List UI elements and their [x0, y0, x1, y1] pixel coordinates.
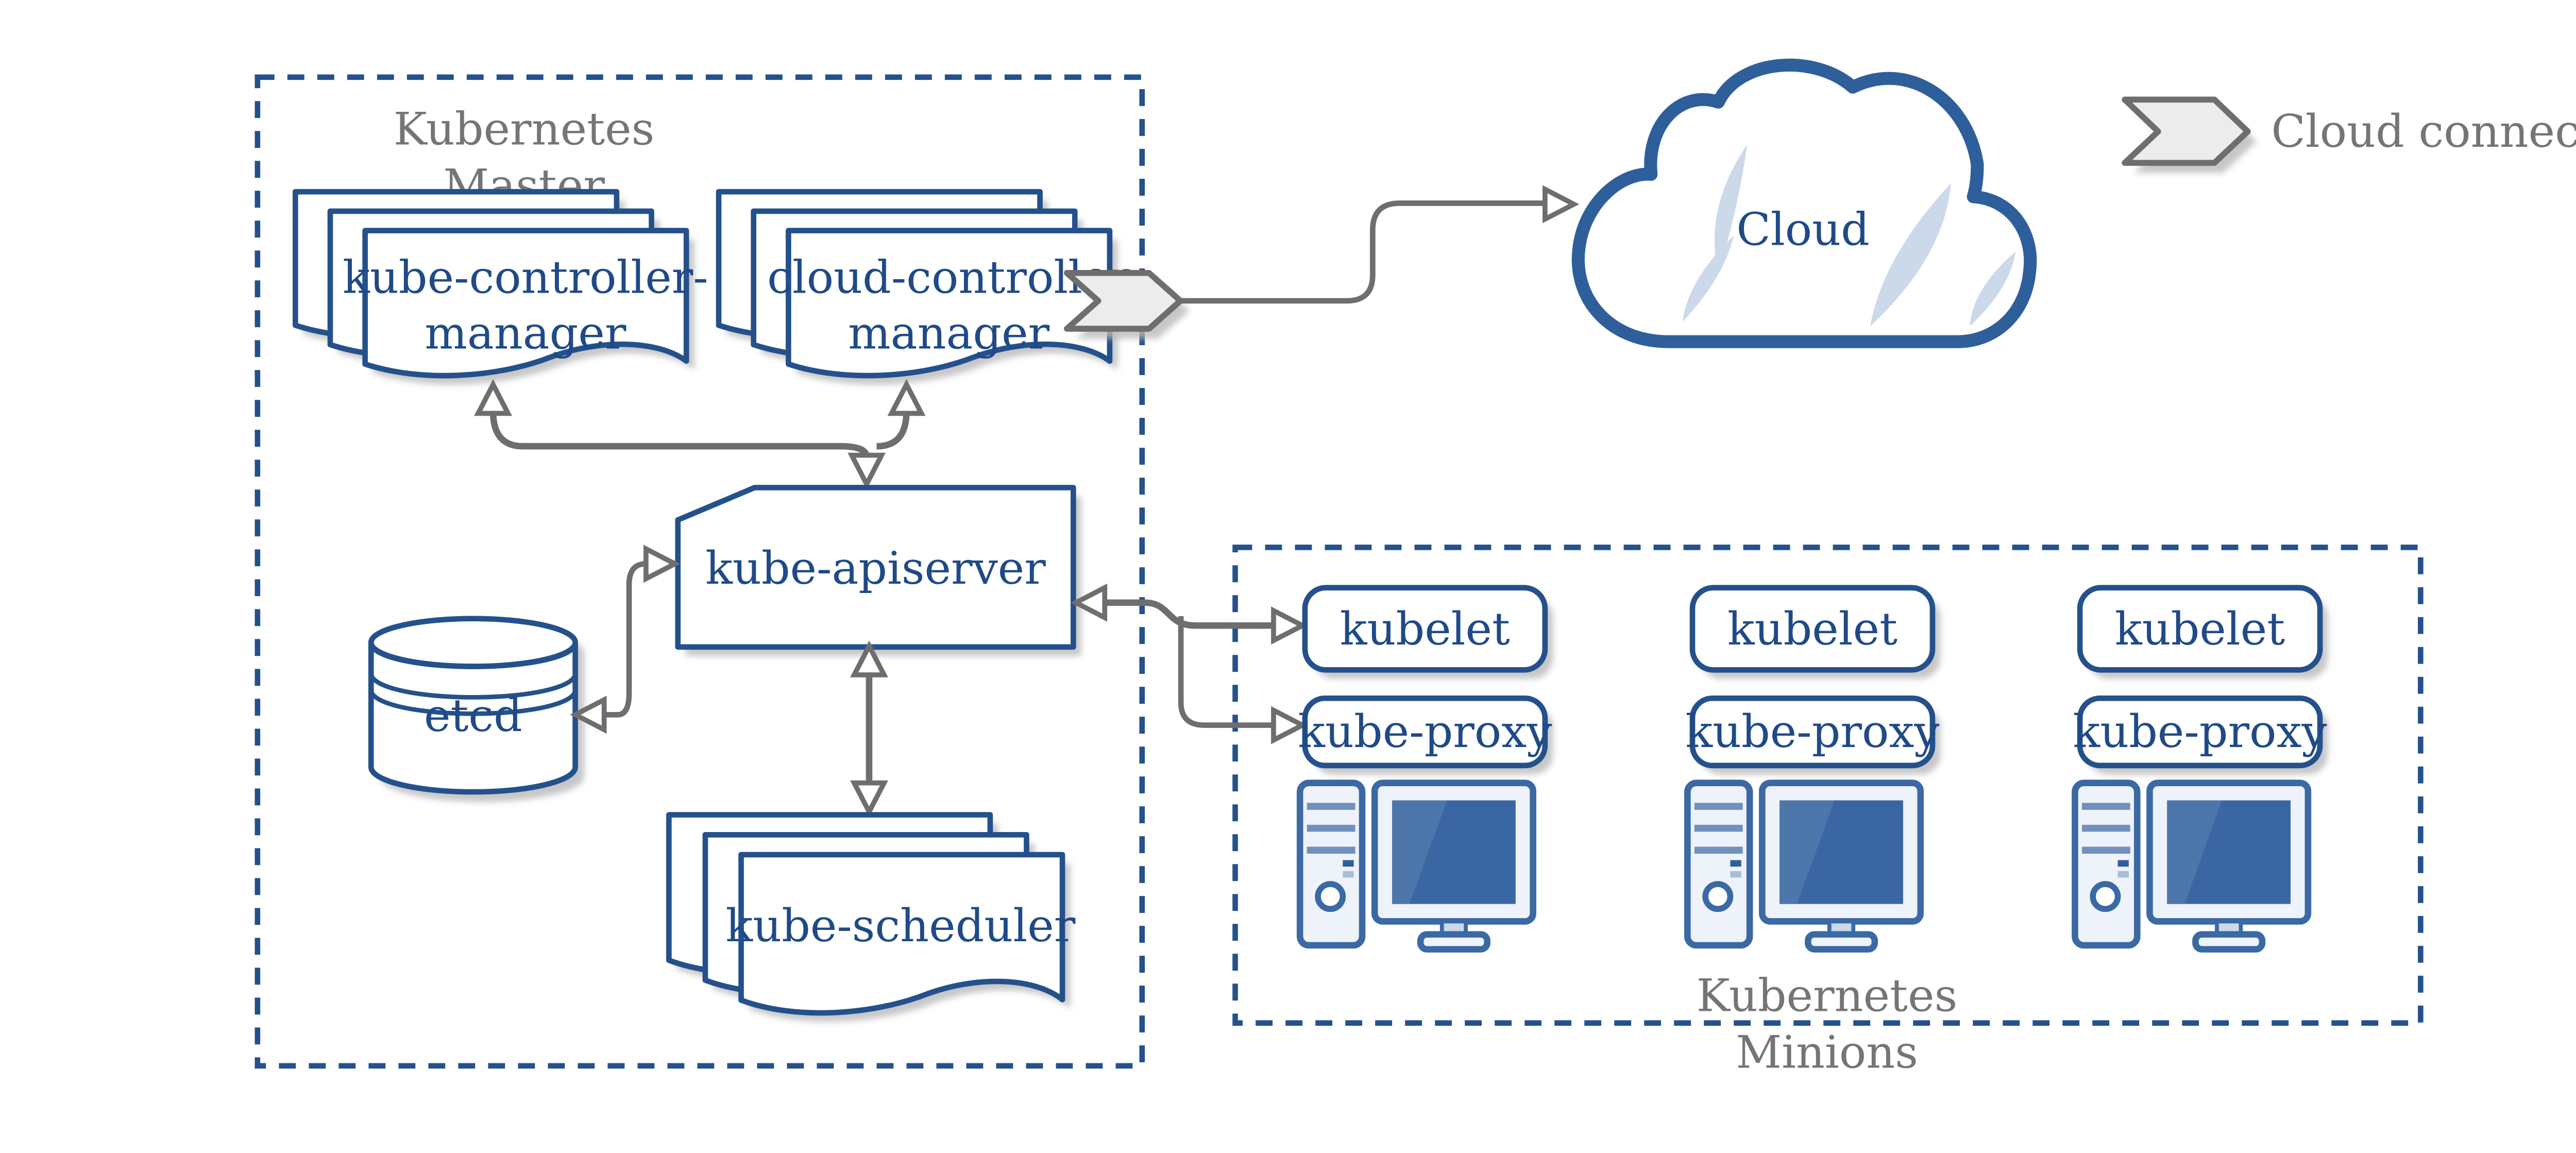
tower-icon: [2072, 779, 2141, 949]
kubelet-box: [2077, 585, 2323, 673]
cloud-highlight-1: [1714, 144, 1748, 273]
cloud-highlight-2: [1682, 235, 1734, 322]
minion-node-3: kubelet kube-proxy: [2072, 585, 2328, 953]
etcd-label: etcd: [424, 689, 522, 742]
kube-proxy-label: kube-proxy: [2073, 705, 2327, 758]
node-computer-icon: [2072, 779, 2312, 953]
kube-proxy-label: kube-proxy: [1685, 705, 1939, 758]
minions-title-line2: Minions: [1736, 1026, 1918, 1079]
master-title-line1: Kubernetes: [394, 103, 655, 155]
minion-node-1: kubelet kube-proxy: [1296, 585, 1553, 953]
arrow-apiserver-etcd: [570, 545, 681, 734]
canvas-background: [0, 0, 2576, 1115]
kube-proxy-label: kube-proxy: [1298, 705, 1552, 758]
arrow-apiserver-kubeproxy: [1178, 616, 1308, 744]
legend: Cloud connector: [2122, 96, 2576, 173]
tower-icon: [1684, 779, 1753, 949]
kube-proxy-box: [2077, 696, 2323, 769]
cloud-outline: [1571, 58, 2037, 348]
kube-apiserver-label: kube-apiserver: [705, 542, 1046, 595]
cloud-connector-icon: [1063, 269, 1190, 339]
kube-controller-manager-label-line2: manager: [425, 307, 626, 360]
cloud-shape: Cloud: [1571, 58, 2037, 348]
etcd-cylinder: etcd: [368, 616, 584, 802]
minions-boundary: [1232, 545, 2424, 1026]
kube-proxy-box: [1302, 696, 1548, 769]
cloud-controller-manager-label-line2: manager: [848, 307, 1049, 360]
kube-scheduler-label: kube-scheduler: [725, 900, 1075, 952]
kubelet-box: [1302, 585, 1548, 673]
monitor-icon: [1759, 779, 1924, 953]
kube-proxy-box: [1689, 696, 1936, 769]
minions-title-line1: Kubernetes: [1697, 969, 1957, 1022]
tower-icon: [1296, 779, 1366, 949]
cloud-connector-legend-icon: [2122, 96, 2257, 173]
monitor-icon: [2146, 779, 2312, 953]
arrow-controllers-to-apiserver: [474, 379, 926, 490]
kube-controller-manager-label-line1: kube-controller-: [343, 251, 708, 303]
master-boundary: [255, 74, 1145, 1069]
arrow-apiserver-scheduler: [850, 640, 888, 818]
minion-node-2: kubelet kube-proxy: [1684, 585, 1941, 953]
node-computer-icon: [1296, 779, 1536, 953]
arrow-apiserver-kubelet: [1070, 583, 1308, 645]
cloud-highlight-3: [1870, 183, 1951, 327]
node-computer-icon: [1684, 779, 1924, 953]
minions-title: Kubernetes Minions: [1697, 969, 1957, 1078]
cloud-label: Cloud: [1736, 204, 1870, 256]
kube-scheduler-doc: kube-scheduler: [669, 815, 1076, 1022]
kube-apiserver-box: kube-apiserver: [675, 485, 1081, 656]
kubelet-box: [1689, 585, 1936, 673]
cloud-highlight-4: [1970, 251, 2016, 327]
kubernetes-architecture-diagram: Kubernetes Master kube-controller- manag…: [0, 0, 2576, 1115]
monitor-icon: [1371, 779, 1536, 953]
kube-controller-manager-doc: kube-controller- manager: [295, 192, 708, 385]
kubelet-label: kubelet: [1340, 603, 1510, 655]
legend-label: Cloud connector: [2271, 105, 2576, 158]
arrow-cloud-controller-to-cloud: [1180, 185, 1580, 304]
kubelet-label: kubelet: [1727, 603, 1897, 655]
kubelet-label: kubelet: [2115, 603, 2285, 655]
